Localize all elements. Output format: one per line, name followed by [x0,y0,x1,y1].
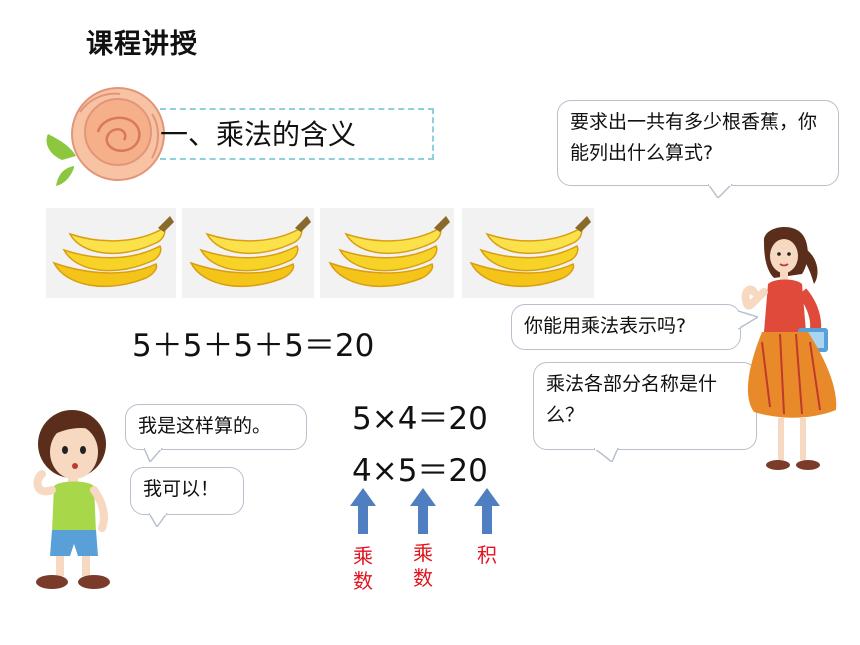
banana-group-2 [182,208,314,298]
multiplication-equation-2: 4×5＝20 [352,453,488,489]
speech-bubble-question: 要求出一共有多少根香蕉，你能列出什么算式? [557,100,839,198]
section-title: 一、乘法的含义 [160,118,357,151]
speech-bubble-girl-1: 我是这样算的。 [125,404,307,462]
speech-text: 我可以！ [143,478,220,500]
banana-group-3 [320,208,454,298]
multiplication-equation-1: 5×4＝20 [352,401,488,437]
girl-illustration [22,404,126,594]
up-arrow-icon [410,488,436,534]
speech-text: 乘法各部分名称是什么？ [546,373,718,426]
product-label: 积 [477,543,497,567]
banana-group-4 [462,208,594,298]
speech-text: 你能用乘法表示吗? [524,315,687,337]
speech-text: 要求出一共有多少根香蕉，你能列出什么算式? [570,111,818,164]
speech-bubble-multiply: 你能用乘法表示吗? [511,304,758,350]
speech-bubble-parts: 乘法各部分名称是什么？ [533,362,757,462]
banana-group-1 [46,208,176,298]
factor-label-2: 乘数 [413,541,433,590]
flower-icon [40,82,180,187]
speech-text: 我是这样算的。 [138,415,272,437]
addition-equation: 5＋5＋5＋5＝20 [132,328,375,364]
up-arrow-icon [350,488,376,534]
page-title: 课程讲授 [86,29,198,60]
speech-bubble-girl-2: 我可以！ [130,467,244,527]
section-title-frame [160,108,434,160]
factor-label-1: 乘数 [353,544,373,593]
up-arrow-icon [474,488,500,534]
teacher-illustration [740,222,845,477]
